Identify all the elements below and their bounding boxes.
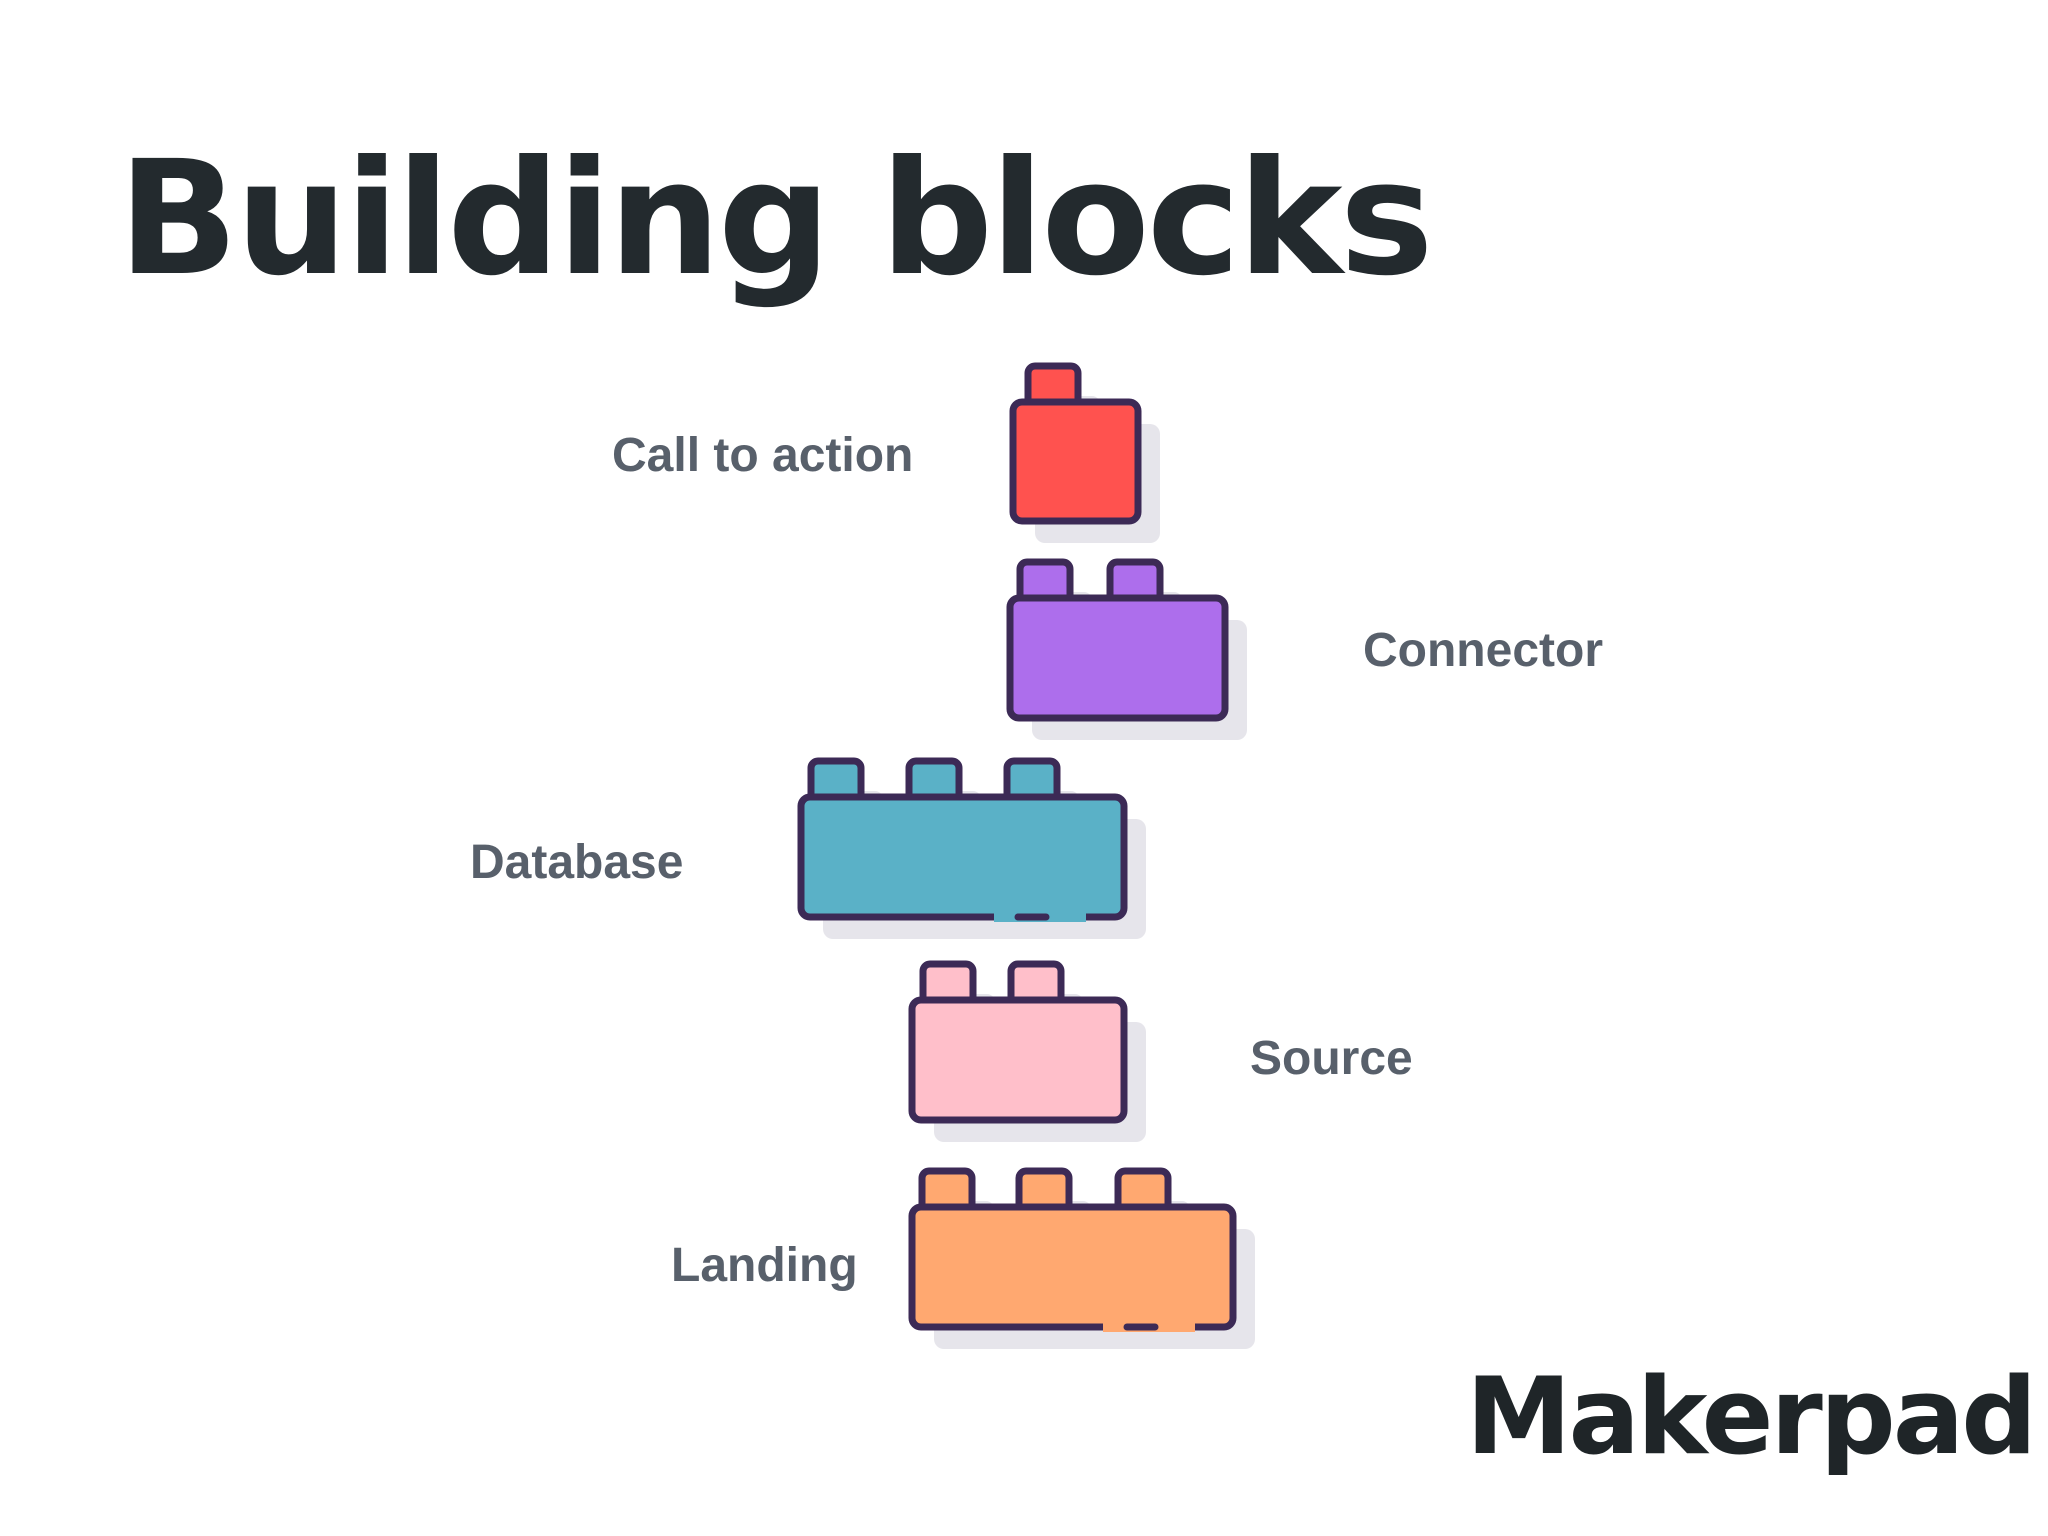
page-title: Building blocks bbox=[118, 127, 1434, 311]
block-label-call-to-action: Call to action bbox=[612, 429, 914, 482]
block-body bbox=[1009, 398, 1142, 525]
block-label-connector: Connector bbox=[1363, 624, 1603, 677]
block-database bbox=[797, 757, 1146, 939]
block-body bbox=[908, 996, 1128, 1124]
block-connector bbox=[1006, 558, 1247, 740]
makerpad-logo: Makerpad bbox=[1466, 1355, 2037, 1478]
block-label-source: Source bbox=[1250, 1032, 1413, 1085]
block-label-landing: Landing bbox=[671, 1239, 858, 1292]
block-body bbox=[797, 793, 1128, 921]
block-landing bbox=[908, 1167, 1255, 1349]
block-label-database: Database bbox=[470, 836, 684, 889]
block-body bbox=[908, 1203, 1237, 1331]
block-body bbox=[1006, 594, 1229, 722]
block-source bbox=[908, 960, 1146, 1142]
block-call-to-action bbox=[1009, 362, 1160, 543]
